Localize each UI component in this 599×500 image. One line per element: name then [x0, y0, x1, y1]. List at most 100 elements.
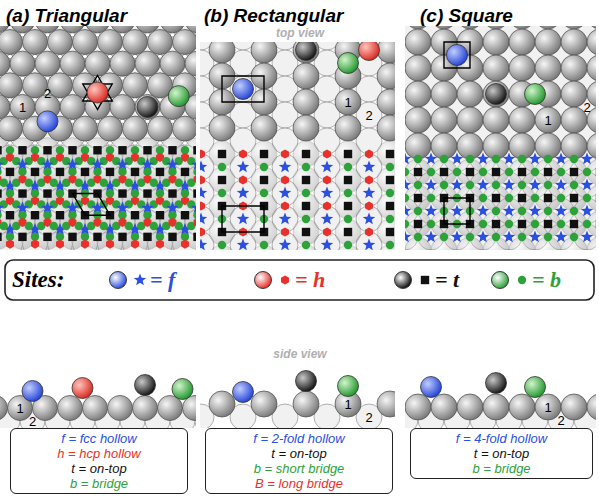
adsorbate-atom [72, 378, 93, 399]
bridge-site-marker [260, 163, 268, 171]
layer-number: 2 [29, 414, 36, 429]
legend-swatch [109, 271, 127, 289]
hcp-site-marker [323, 175, 331, 184]
on-top-site-marker [0, 146, 2, 154]
substrate-atom-top-layer [251, 391, 277, 417]
substrate-atom-top-layer [293, 63, 319, 89]
layer-number: 1 [344, 95, 351, 110]
hcp-site-marker [31, 239, 39, 248]
on-top-site-marker [596, 194, 597, 202]
adsorbate-atom [22, 381, 43, 402]
bridge-site-marker [518, 155, 526, 163]
layer-number: 2 [44, 85, 51, 100]
on-top-site-marker [386, 176, 394, 184]
hcp-site-marker [200, 175, 205, 184]
on-top-site-marker [302, 176, 310, 184]
layer-number: 1 [544, 400, 551, 415]
substrate-atom-top-layer [483, 107, 509, 133]
bridge-site-marker [0, 179, 8, 187]
on-top-site-marker [118, 146, 126, 154]
hcp-site-marker [323, 149, 331, 158]
hollow-site-marker [503, 178, 516, 190]
substrate-atom-top-layer [35, 51, 60, 76]
cell-outline [444, 42, 470, 68]
on-top-site-marker [386, 150, 394, 158]
adsorbate-atom [447, 45, 468, 66]
bridge-site-marker [583, 168, 591, 176]
bridge-site-marker [440, 181, 448, 189]
hollow-site-marker [279, 238, 292, 250]
substrate-atom-top-layer [173, 30, 197, 55]
hollow-site-marker [200, 212, 207, 224]
on-top-site-marker [260, 150, 268, 158]
on-top-site-marker [143, 233, 151, 241]
substrate-atom-top-layer [587, 29, 596, 55]
on-top-site-marker [570, 168, 578, 176]
substrate-atom-top-layer [133, 396, 158, 421]
hollow-site-marker [321, 160, 334, 172]
substrate-atom-top-layer [483, 26, 509, 29]
substrate-atom-top-layer [123, 30, 148, 55]
substrate-atom-top-layer [561, 26, 587, 29]
hollow-site-marker [237, 238, 250, 250]
substrate-atom-top-layer [457, 81, 483, 107]
legend-glyphs [134, 273, 526, 285]
bridge-site-marker [302, 215, 310, 223]
hollow-site-marker [451, 178, 464, 190]
adsorbate-atom [233, 79, 254, 100]
cell-outline [444, 198, 470, 224]
substrate-atom-top-layer [60, 51, 85, 76]
on-top-site-marker [260, 176, 268, 184]
substrate-atom-top-layer [148, 30, 173, 55]
hollow-site-marker [191, 158, 196, 170]
adsorbate-atom [137, 96, 158, 117]
substrate-atom-top-layer [377, 219, 395, 245]
bridge-site-marker [596, 207, 597, 215]
substrate-atom-top-layer [185, 51, 196, 76]
bridge-site-marker [100, 222, 108, 230]
substrate-atom-top-layer [377, 167, 395, 193]
substrate-atom-top-layer [48, 30, 73, 55]
substrate-atom-top-layer [293, 89, 319, 115]
on-top-site-marker [570, 220, 578, 228]
substrate-atom-top-layer [0, 51, 10, 76]
bridge-site-marker [466, 181, 474, 189]
substrate-atom-top-layer [457, 107, 483, 133]
substrate-atom-top-layer [98, 116, 123, 141]
on-top-site-marker [168, 146, 176, 154]
hcp-site-marker [281, 201, 289, 210]
substrate-atom-top-layer [587, 55, 596, 81]
bridge-site-marker [596, 233, 597, 241]
bridge-site-marker [260, 241, 268, 249]
on-top-site-marker [193, 233, 196, 241]
on-top-site-marker [518, 194, 526, 202]
bridge-site-marker [386, 163, 394, 171]
on-top-site-marker [421, 276, 429, 284]
hollow-site-marker [477, 204, 490, 216]
substrate-atom-top-layer [10, 94, 35, 119]
substrate-atom-top-layer [135, 51, 160, 76]
hollow-site-marker [555, 204, 568, 216]
hollow-site-marker [477, 152, 490, 164]
cell-outline [222, 206, 264, 232]
bridge-site-marker [50, 179, 58, 187]
bridge-site-marker [150, 222, 158, 230]
hcp-site-marker [194, 175, 196, 184]
triangular-side-view [0, 375, 196, 429]
bridge-site-marker [25, 222, 33, 230]
hollow-site-marker [321, 186, 334, 198]
substrate-atom-top-layer [58, 396, 83, 421]
on-top-site-marker [43, 233, 51, 241]
bridge-site-marker [518, 276, 526, 284]
on-top-site-marker [6, 168, 14, 176]
bridge-site-marker [427, 194, 435, 202]
bridge-site-marker [596, 181, 597, 189]
bridge-site-marker [125, 179, 133, 187]
substrate-atom-top-layer [405, 394, 431, 420]
bridge-site-marker [50, 222, 58, 230]
substrate-atom-top-layer [457, 394, 483, 420]
substrate-atom-top-layer [0, 73, 23, 98]
bridge-site-marker [405, 194, 409, 202]
site-definition: t = on-top [415, 446, 588, 461]
hcp-site-marker [239, 149, 247, 158]
